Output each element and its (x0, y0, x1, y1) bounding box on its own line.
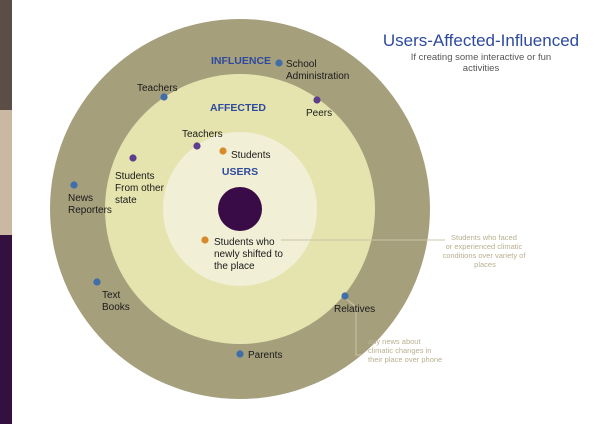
teachers-outer-label: Teachers (137, 83, 178, 94)
teachers-outer-dot (160, 93, 168, 101)
school-administration-label: School Administration (286, 59, 349, 82)
students-dot (219, 147, 227, 155)
subtitle-line-2: activities (462, 63, 500, 74)
peers-label: Peers (306, 108, 332, 119)
side-band-top (0, 0, 12, 110)
students-other-state-label: Students From other state (115, 171, 167, 206)
subtitle-line-1: If creating some interactive or fun (410, 52, 552, 63)
center-core (218, 187, 262, 231)
students-newly-shifted-dot (201, 236, 209, 244)
parents-dot (236, 350, 244, 358)
text-books-label: Text Books (102, 290, 130, 313)
influence-label: INFLUENCE (211, 55, 271, 67)
affected-label: AFFECTED (210, 102, 266, 114)
news-reporters-label: News Reporters (68, 193, 112, 216)
users-label: USERS (222, 166, 258, 178)
students-label: Students (231, 150, 270, 161)
climatic-conditions-annotation: Students who faced or experienced climat… (442, 233, 527, 269)
side-band-middle (0, 110, 12, 235)
annotation-line-news (344, 297, 362, 356)
teachers-inner-dot (193, 142, 201, 150)
relatives-dot (341, 292, 349, 300)
diagram-title: Users-Affected-Influenced (382, 31, 580, 50)
parents-label: Parents (248, 350, 282, 361)
school-administration-dot (275, 59, 283, 67)
text-books-dot (93, 278, 101, 286)
peers-dot (313, 96, 321, 104)
news-reporters-dot (70, 181, 78, 189)
news-climatic-annotation: any news about climatic changes in their… (368, 337, 442, 364)
students-newly-shifted-label: Students who newly shifted to the place (214, 237, 286, 272)
students-other-state-dot (129, 154, 137, 162)
side-band-bottom (0, 235, 12, 424)
relatives-label: Relatives (334, 304, 375, 315)
diagram-subtitle: If creating some interactive or fun acti… (372, 52, 590, 74)
teachers-inner-label: Teachers (182, 129, 223, 140)
